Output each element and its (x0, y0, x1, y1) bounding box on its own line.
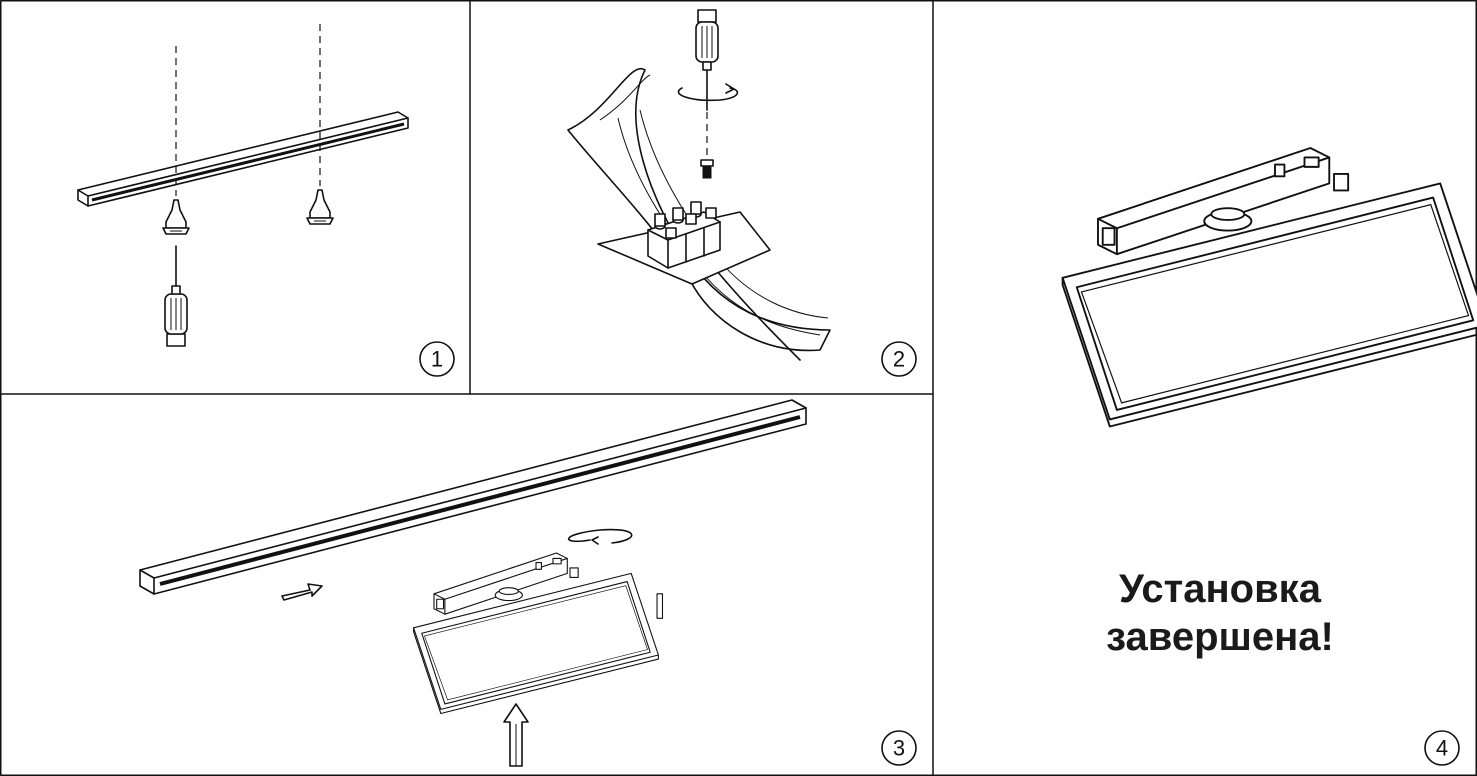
screw-icon (700, 159, 714, 179)
step-number-4: 4 (1436, 736, 1448, 761)
step-2-panel: 2 (567, 9, 917, 377)
rotate-arrow-icon (677, 83, 739, 102)
arrow-icon (281, 583, 323, 601)
mounting-rail-icon (77, 111, 409, 207)
step-3-panel: 3 (139, 399, 917, 767)
rotate-arrow-icon (567, 528, 633, 545)
terminal-block-icon (647, 201, 721, 269)
step-1-panel: 1 (77, 24, 455, 377)
panel-light-icon (413, 552, 664, 715)
screwdriver-icon (164, 245, 188, 347)
step-number-3: 3 (893, 736, 905, 761)
completion-message: Установка завершена! (1040, 565, 1400, 661)
step-4-panel: 4 (1061, 147, 1477, 766)
screwdriver-icon (695, 9, 719, 111)
completion-line-2: завершена! (1106, 615, 1334, 659)
mounting-rail-icon (139, 399, 807, 595)
wall-anchor-icon (306, 189, 334, 225)
step-number-1: 1 (431, 347, 443, 372)
panel-light-icon (1061, 147, 1477, 428)
step-number-2: 2 (893, 347, 905, 372)
wall-anchor-icon (162, 199, 190, 235)
completion-line-1: Установка (1119, 567, 1321, 611)
arrow-icon (503, 703, 529, 767)
